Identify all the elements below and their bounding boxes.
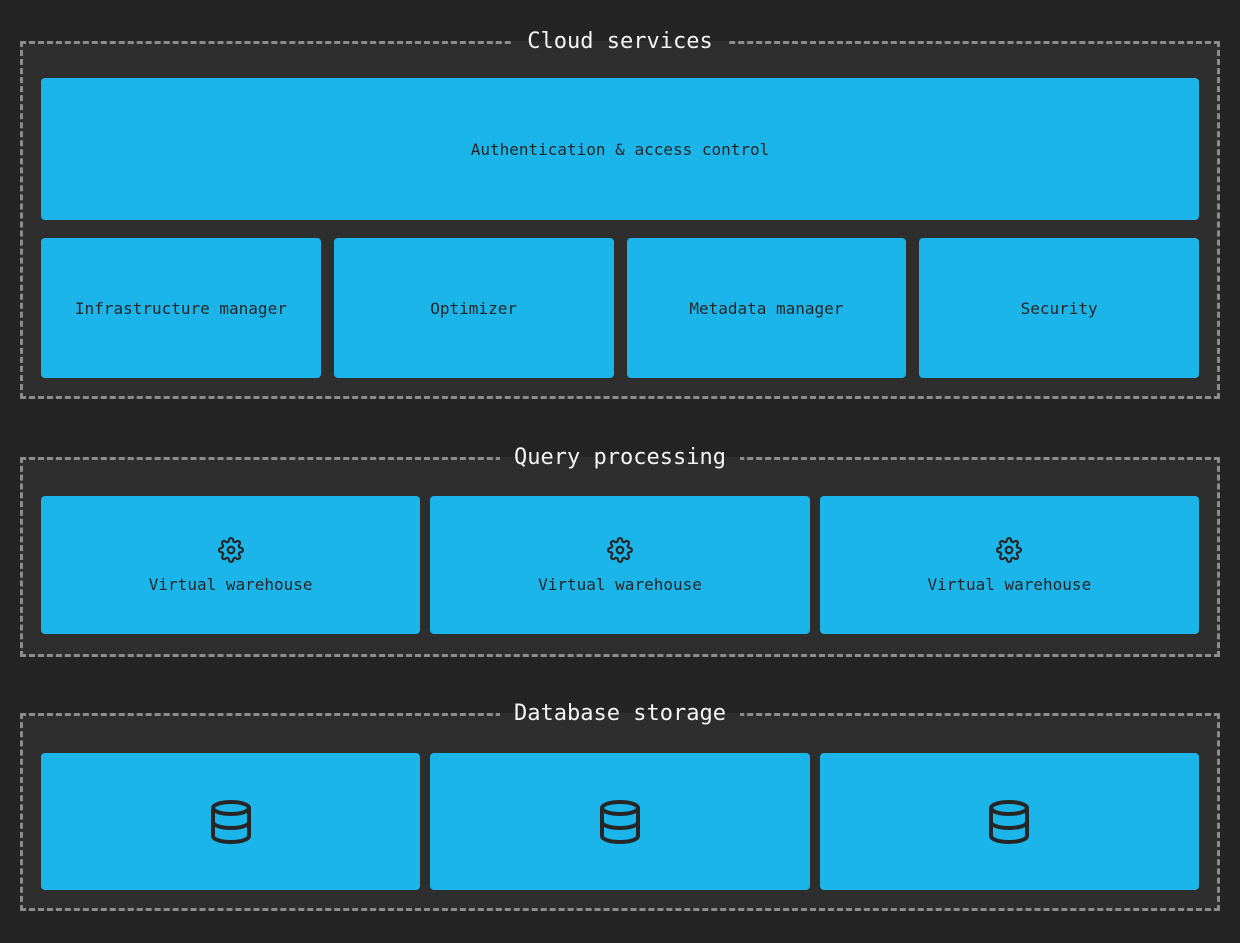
authentication-access-control-box: Authentication & access control — [41, 78, 1199, 220]
cloud-services-title: Cloud services — [527, 29, 713, 54]
box-label: Authentication & access control — [470, 139, 770, 159]
database-storage-row — [41, 753, 1199, 890]
gear-icon — [996, 536, 1023, 563]
virtual-warehouse-box: Virtual warehouse — [430, 496, 810, 634]
query-processing-row: Virtual warehouse Virtual warehouse Virt… — [41, 496, 1199, 634]
box-label: Virtual warehouse — [927, 574, 1092, 594]
optimizer-box: Optimizer — [333, 238, 614, 378]
section-query-processing: Query processing Virtual warehouse Virtu… — [20, 445, 1220, 657]
database-box — [430, 753, 810, 890]
cloud-services-row: Infrastructure manager Optimizer Metadat… — [41, 238, 1199, 378]
box-label: Metadata manager — [689, 298, 844, 318]
section-database-storage: Database storage — [20, 701, 1220, 911]
metadata-manager-box: Metadata manager — [626, 238, 907, 378]
database-icon — [207, 797, 255, 847]
security-box: Security — [919, 238, 1199, 378]
database-box — [819, 753, 1199, 890]
section-cloud-services: Cloud services Authentication & access c… — [20, 29, 1220, 399]
box-label: Virtual warehouse — [538, 574, 702, 594]
database-storage-title: Database storage — [514, 701, 726, 726]
query-processing-title: Query processing — [514, 445, 726, 470]
box-label: Security — [1020, 298, 1098, 318]
infrastructure-manager-box: Infrastructure manager — [41, 238, 321, 378]
gear-icon — [606, 536, 633, 563]
virtual-warehouse-box: Virtual warehouse — [819, 496, 1199, 634]
box-label: Virtual warehouse — [148, 574, 313, 594]
database-box — [41, 753, 421, 890]
database-icon — [596, 797, 644, 847]
gear-icon — [217, 536, 244, 563]
database-icon — [985, 797, 1033, 847]
box-label: Optimizer — [430, 298, 517, 318]
box-label: Infrastructure manager — [74, 298, 287, 318]
virtual-warehouse-box: Virtual warehouse — [41, 496, 421, 634]
